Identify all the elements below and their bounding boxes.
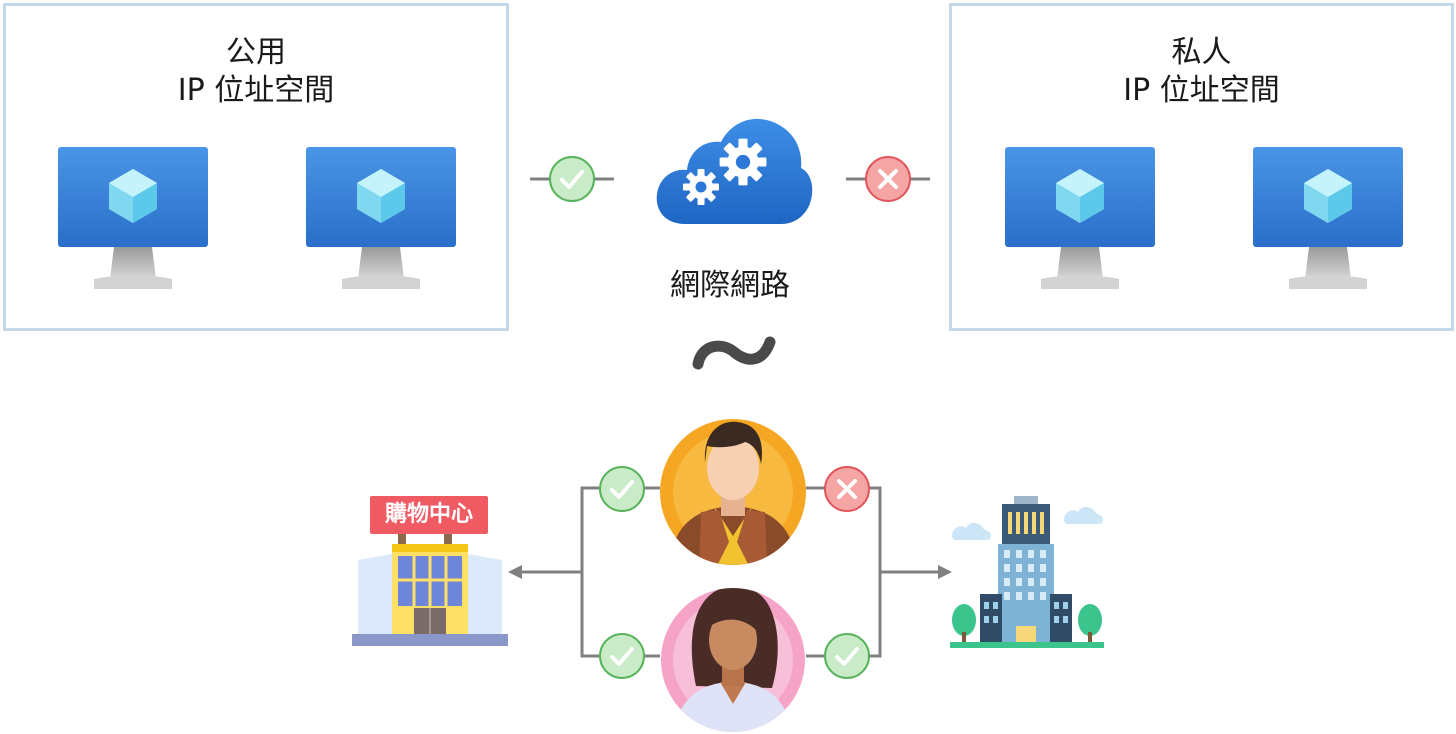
- private-ip-space-title: 私人 IP 位址空間: [952, 34, 1451, 110]
- cloud-gears-icon: [656, 118, 813, 224]
- public-ip-space-title: 公用 IP 位址空間: [6, 34, 506, 110]
- private-ip-space-title-line1: 私人: [1171, 35, 1232, 70]
- public-ip-space-title-line2: IP 位址空間: [177, 73, 335, 108]
- man-avatar-icon: [660, 419, 806, 565]
- public-vm-2-icon: [304, 147, 458, 291]
- woman-to-mall-check-icon: [598, 632, 646, 680]
- woman-avatar-icon: [661, 588, 805, 732]
- blocked-private-x-icon: [864, 155, 912, 203]
- man-to-office-x-icon: [823, 465, 871, 513]
- office-building-icon: [950, 496, 1104, 648]
- woman-to-office-check-icon: [823, 632, 871, 680]
- man-to-mall-check-icon: [598, 465, 646, 513]
- allowed-public-check-icon: [548, 155, 596, 203]
- public-ip-space-title-line1: 公用: [226, 35, 286, 70]
- mall-sign: 購物中心: [370, 496, 488, 534]
- internet-label: 網際網路: [670, 268, 790, 303]
- shopping-mall-icon: [352, 532, 508, 646]
- public-vm-1-icon: [56, 147, 210, 291]
- tilde-icon: [692, 336, 776, 370]
- private-ip-space-title-line2: IP 位址空間: [1123, 73, 1280, 108]
- private-vm-2-icon: [1251, 147, 1405, 291]
- private-vm-1-icon: [1003, 147, 1157, 291]
